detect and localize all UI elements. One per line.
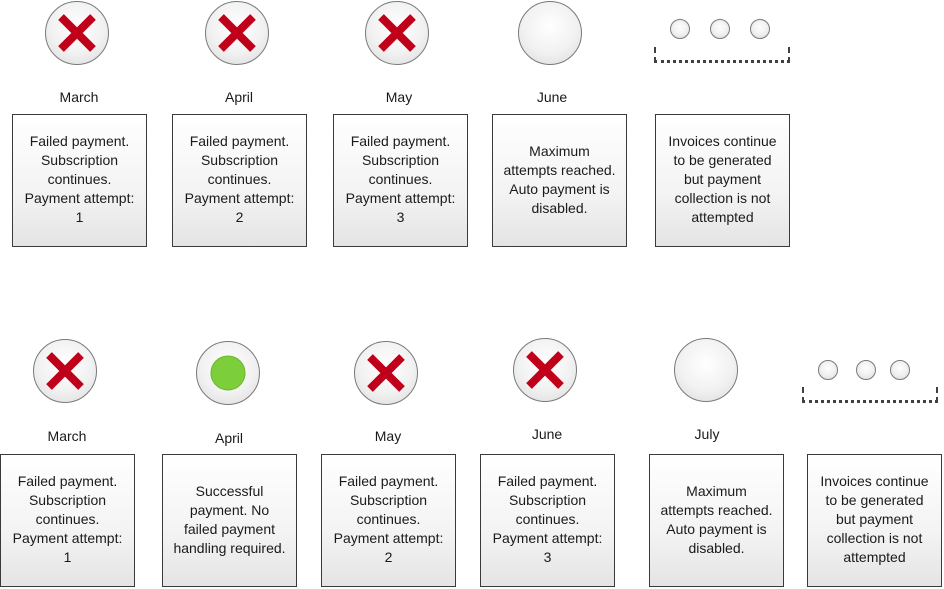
step-description: Failed payment. Subscription continues. … bbox=[184, 133, 295, 225]
empty-circle-icon bbox=[518, 1, 582, 65]
month-label: March bbox=[59, 89, 99, 105]
successful-payment-icon bbox=[196, 341, 260, 405]
continuation-description: Invoices continue to be generated but pa… bbox=[668, 133, 777, 225]
ellipsis-dot bbox=[818, 360, 838, 380]
month-label: June bbox=[531, 426, 563, 442]
red-x-icon bbox=[367, 354, 405, 392]
continuation-description: Invoices continue to be generated but pa… bbox=[820, 473, 929, 565]
step-description: Failed payment. Subscription continues. … bbox=[492, 473, 603, 565]
step-box: Maximum attempts reached. Auto payment i… bbox=[492, 114, 627, 247]
red-x-icon bbox=[526, 351, 564, 389]
continuation-bracket bbox=[802, 387, 938, 403]
continuation-bracket bbox=[654, 47, 790, 63]
empty-circle-icon bbox=[674, 338, 738, 402]
continuation-box: Invoices continue to be generated but pa… bbox=[807, 454, 942, 587]
red-x-icon bbox=[218, 14, 256, 52]
step-box: Failed payment. Subscription continues. … bbox=[480, 454, 615, 587]
step-description: Failed payment. Subscription continues. … bbox=[345, 133, 456, 225]
step-description: Maximum attempts reached. Auto payment i… bbox=[503, 143, 616, 216]
step-box: Successful payment. No failed payment ha… bbox=[162, 454, 297, 587]
red-x-icon bbox=[46, 352, 84, 390]
step-box: Failed payment. Subscription continues. … bbox=[0, 454, 135, 587]
failed-payment-icon bbox=[354, 341, 418, 405]
step-description: Successful payment. No failed payment ha… bbox=[173, 483, 286, 556]
step-box: Failed payment. Subscription continues. … bbox=[333, 114, 468, 247]
green-dot-icon bbox=[210, 355, 246, 391]
step-box: Failed payment. Subscription continues. … bbox=[321, 454, 456, 587]
month-label: March bbox=[47, 428, 87, 444]
ellipsis-dot bbox=[856, 360, 876, 380]
red-x-icon bbox=[58, 14, 96, 52]
step-box: Failed payment. Subscription continues. … bbox=[172, 114, 307, 247]
step-description: Failed payment. Subscription continues. … bbox=[12, 473, 123, 565]
step-description: Failed payment. Subscription continues. … bbox=[333, 473, 444, 565]
step-box: Maximum attempts reached. Auto payment i… bbox=[649, 454, 784, 587]
step-box: Failed payment. Subscription continues. … bbox=[12, 114, 147, 247]
month-label: June bbox=[536, 89, 568, 105]
ellipsis-dot bbox=[750, 19, 770, 39]
failed-payment-icon bbox=[33, 339, 97, 403]
month-label: July bbox=[694, 426, 720, 442]
step-description: Maximum attempts reached. Auto payment i… bbox=[660, 483, 773, 556]
month-label: April bbox=[214, 430, 243, 446]
month-label: May bbox=[385, 89, 413, 105]
failed-payment-icon bbox=[205, 1, 269, 65]
failed-payment-icon bbox=[513, 338, 577, 402]
ellipsis-dot bbox=[670, 19, 690, 39]
month-label: May bbox=[374, 428, 402, 444]
red-x-icon bbox=[378, 14, 416, 52]
ellipsis-dot bbox=[890, 360, 910, 380]
ellipsis-dot bbox=[710, 19, 730, 39]
step-description: Failed payment. Subscription continues. … bbox=[24, 133, 135, 225]
month-label: April bbox=[224, 89, 253, 105]
failed-payment-icon bbox=[365, 1, 429, 65]
failed-payment-icon bbox=[45, 1, 109, 65]
continuation-box: Invoices continue to be generated but pa… bbox=[655, 114, 790, 247]
